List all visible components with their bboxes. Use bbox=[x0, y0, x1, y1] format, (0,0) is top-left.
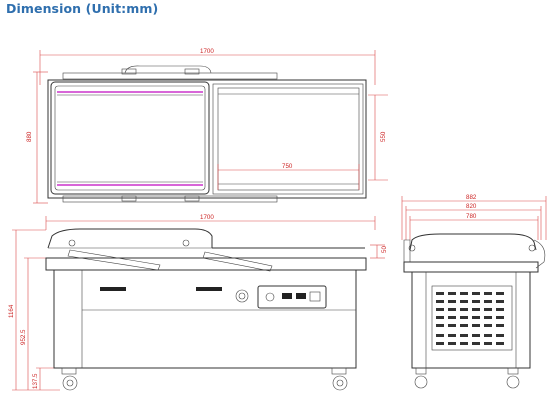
dim-front-width: 1700 bbox=[200, 214, 214, 221]
dim-top-depth: 880 bbox=[26, 131, 33, 142]
front-view: 1700 50 1164 952.5 137.5 bbox=[8, 214, 388, 391]
dim-front-total-height: 1164 bbox=[8, 304, 15, 318]
dim-side-width-mid: 820 bbox=[466, 203, 477, 210]
dim-top-chamber-depth: 550 bbox=[380, 131, 387, 142]
dim-front-caster-height: 137.5 bbox=[32, 373, 39, 389]
side-view: 882 820 780 bbox=[401, 194, 547, 389]
dim-front-lid-offset: 50 bbox=[381, 246, 388, 253]
page-title: Dimension (Unit:mm) bbox=[6, 1, 159, 16]
dim-front-table-height: 952.5 bbox=[20, 329, 27, 345]
dim-side-width-outer: 882 bbox=[466, 194, 477, 201]
dim-top-width: 1700 bbox=[200, 48, 214, 55]
dim-top-inner-width: 750 bbox=[282, 163, 293, 170]
top-view: 1700 880 550 bbox=[26, 48, 388, 204]
dim-side-width-inner: 780 bbox=[466, 213, 477, 220]
